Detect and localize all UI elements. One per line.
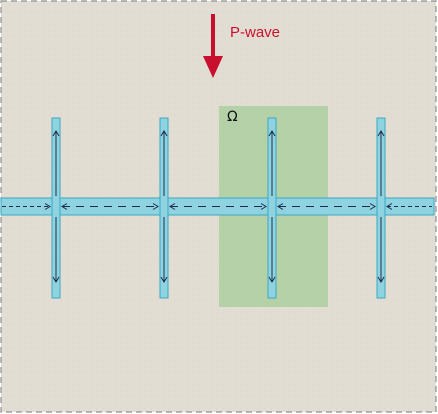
vertical-arrow-2 (160, 130, 168, 283)
vertical-arrow-1 (52, 130, 60, 283)
horizontal-arrow-right-end (386, 203, 432, 210)
vertical-member-3 (267, 117, 277, 299)
p-wave-label: P-wave (230, 24, 280, 41)
vertical-arrows (52, 130, 385, 283)
down-arrow-icon (203, 14, 223, 78)
vertical-member-2 (159, 117, 169, 299)
vertical-member-1 (51, 117, 61, 299)
p-wave-arrow-head (203, 56, 223, 78)
vertical-arrow-3 (268, 130, 276, 283)
horizontal-arrows (2, 203, 432, 210)
vertical-member-4 (376, 117, 386, 299)
p-wave-arrow-shaft (211, 14, 215, 60)
horizontal-arrow-segment-2 (169, 203, 267, 210)
vertical-arrow-4 (377, 130, 385, 283)
horizontal-arrow-left-end (2, 203, 51, 210)
region-omega-label: Ω (227, 109, 238, 125)
horizontal-arrow-segment-3 (277, 203, 376, 210)
horizontal-arrow-segment-1 (61, 203, 159, 210)
